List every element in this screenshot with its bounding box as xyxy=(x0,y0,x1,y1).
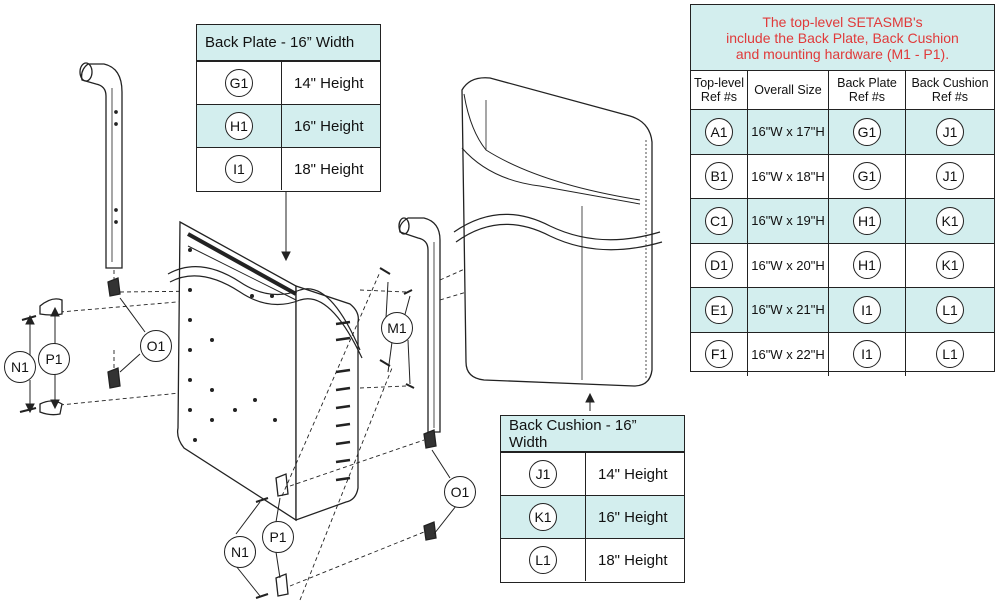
back-plate-size: 14" Height xyxy=(294,74,364,92)
size-cell: 16"W x 21"H xyxy=(748,288,829,332)
ref-circle: I1 xyxy=(853,340,881,369)
callout-n1-right: N1 xyxy=(224,536,256,568)
ref-circle: I1 xyxy=(853,295,881,324)
ref-circle: G1 xyxy=(853,162,881,191)
callout-m1: M1 xyxy=(381,312,413,344)
back-plate-size: 16" Height xyxy=(294,117,364,135)
callout-n1-left: N1 xyxy=(4,351,36,383)
ref-circle: H1 xyxy=(225,112,253,140)
ref-circle: L1 xyxy=(529,546,557,574)
back-plate-holes xyxy=(188,248,277,442)
ref-circle: E1 xyxy=(705,295,733,324)
table-row: C1 16"W x 19"H H1 K1 xyxy=(691,199,994,244)
table-row: D1 16"W x 20"H H1 K1 xyxy=(691,243,994,288)
back-plate-table: Back Plate - 16” Width G1 14" Height H1 … xyxy=(196,24,381,192)
ref-circle: A1 xyxy=(705,117,733,146)
ref-circle: G1 xyxy=(853,117,881,146)
assembly-table-header: Top-level Ref #s Overall Size Back Plate… xyxy=(691,71,994,110)
size-cell: 16"W x 19"H xyxy=(748,199,829,243)
callout-p1-left: P1 xyxy=(38,343,70,375)
back-cushion-row: K1 16" Height xyxy=(501,495,684,538)
back-plate-row: G1 14" Height xyxy=(197,61,380,104)
ref-circle: I1 xyxy=(225,155,253,183)
column-header: Back Plate Ref #s xyxy=(829,71,906,109)
table-row: E1 16"W x 21"H I1 L1 xyxy=(691,288,994,333)
back-cushion-size: 18" Height xyxy=(598,551,668,569)
size-cell: 16"W x 17"H xyxy=(748,110,829,154)
assembly-table: The top-level SETASMB's include the Back… xyxy=(690,4,995,376)
back-cushion-table-title: Back Cushion - 16” Width xyxy=(501,416,684,452)
column-header: Back Cushion Ref #s xyxy=(911,76,989,104)
back-plate-table-title: Back Plate - 16” Width xyxy=(197,25,380,61)
ref-circle: K1 xyxy=(529,503,557,531)
ref-circle: H1 xyxy=(853,251,881,280)
column-header: Overall Size xyxy=(748,71,829,109)
ref-circle: J1 xyxy=(936,162,964,191)
table-row: A1 16"W x 17"H G1 J1 xyxy=(691,110,994,155)
back-cushion-row: L1 18" Height xyxy=(501,538,684,581)
ref-circle: B1 xyxy=(705,162,733,191)
back-cushion-table: Back Cushion - 16” Width J1 14" Height K… xyxy=(500,415,685,583)
assembly-title-line: include the Back Plate, Back Cushion xyxy=(726,29,959,46)
callout-o1-right: O1 xyxy=(444,476,476,508)
ref-circle: K1 xyxy=(936,251,964,280)
callout-p1-right: P1 xyxy=(262,521,294,553)
assembly-table-title: The top-level SETASMB's include the Back… xyxy=(691,5,994,71)
callout-o1-left: O1 xyxy=(140,330,172,362)
back-plate-row: H1 16" Height xyxy=(197,104,380,147)
size-cell: 16"W x 22"H xyxy=(748,332,829,376)
table-row: B1 16"W x 18"H G1 J1 xyxy=(691,154,994,199)
size-cell: 16"W x 20"H xyxy=(748,243,829,287)
ref-circle: C1 xyxy=(705,206,733,235)
ref-circle: K1 xyxy=(936,206,964,235)
back-plate-row: I1 18" Height xyxy=(197,147,380,190)
size-cell: 16"W x 18"H xyxy=(748,154,829,198)
assembly-title-line: The top-level SETASMB's xyxy=(762,13,923,30)
back-cushion-size: 14" Height xyxy=(598,465,668,483)
ref-circle: J1 xyxy=(529,460,557,488)
back-cushion-row: J1 14" Height xyxy=(501,452,684,495)
ref-circle: J1 xyxy=(936,117,964,146)
ref-circle: F1 xyxy=(705,340,733,369)
ref-circle: D1 xyxy=(705,251,733,280)
back-cushion-size: 16" Height xyxy=(598,508,668,526)
table-row: F1 16"W x 22"H I1 L1 xyxy=(691,332,994,376)
back-plate-size: 18" Height xyxy=(294,160,364,178)
back-plate-drawing xyxy=(167,220,363,522)
assembly-title-line: and mounting hardware (M1 - P1). xyxy=(735,45,950,62)
ref-circle: H1 xyxy=(853,206,881,235)
ref-circle: L1 xyxy=(936,340,964,369)
ref-circle: G1 xyxy=(225,69,253,97)
back-plate-slots xyxy=(335,320,351,482)
ref-circle: L1 xyxy=(936,295,964,324)
column-header: Top-level Ref #s xyxy=(691,71,748,109)
right-mounting-post xyxy=(398,217,441,433)
left-mounting-post xyxy=(79,62,123,269)
back-cushion-drawing xyxy=(453,77,663,387)
